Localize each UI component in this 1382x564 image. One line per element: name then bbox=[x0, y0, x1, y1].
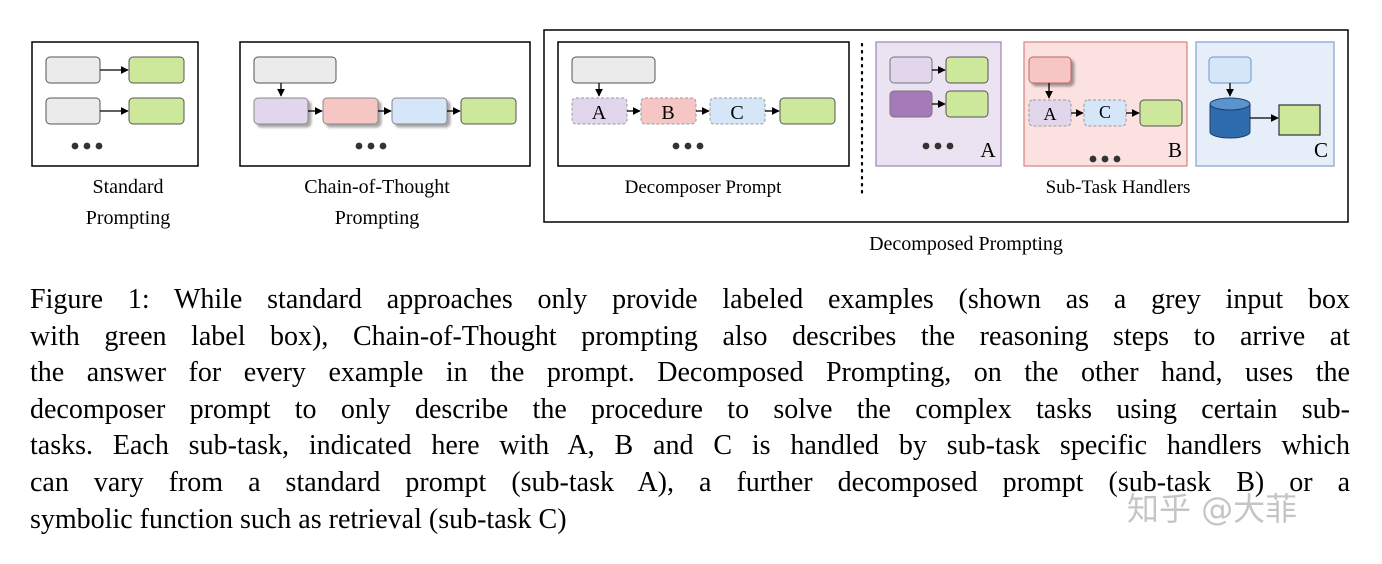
caption-line: tasks. Each sub-task, indicated here wit… bbox=[30, 430, 1350, 462]
reasoning-step-box bbox=[322, 97, 379, 125]
subtask-node-c-label: C bbox=[730, 102, 743, 124]
decomposed-prompting-panel: Decomposed Prompting A B C Decomposer Pr… bbox=[543, 29, 1349, 255]
label-box bbox=[460, 97, 517, 125]
b-node-a-label: A bbox=[1044, 104, 1057, 124]
decomposer-prompt-panel: A B C Decomposer Prompt bbox=[557, 41, 850, 198]
label-box bbox=[945, 56, 989, 84]
caption-line: decomposer prompt to only describe the p… bbox=[30, 393, 1350, 425]
input-box bbox=[45, 56, 101, 84]
handler-c-tag: C bbox=[1314, 138, 1328, 162]
ellipsis-dots bbox=[355, 142, 387, 150]
caption-line: Figure 1: While standard approaches only… bbox=[30, 284, 1350, 315]
caption-line: can vary from a standard prompt (sub-tas… bbox=[30, 466, 1350, 498]
input-box bbox=[889, 90, 933, 118]
handler-b-panel: A C B bbox=[1023, 41, 1188, 167]
decomposer-label: Decomposer Prompt bbox=[625, 177, 782, 198]
subtask-node-a bbox=[1028, 99, 1072, 127]
standard-label-line2: Prompting bbox=[86, 207, 170, 229]
input-box bbox=[1208, 56, 1252, 84]
database-cylinder-icon bbox=[1209, 97, 1251, 139]
label-box bbox=[945, 90, 989, 118]
caption-line: the answer for every example in the prom… bbox=[30, 357, 1350, 389]
subtask-node-c bbox=[1083, 99, 1127, 127]
reasoning-step-box bbox=[391, 97, 448, 125]
figure-caption: Figure 1: While standard approaches only… bbox=[30, 282, 1350, 538]
input-box bbox=[45, 97, 101, 125]
handler-b-tag: B bbox=[1168, 138, 1182, 162]
label-box bbox=[128, 97, 185, 125]
cot-prompting-panel: Chain-of-Thought Prompting bbox=[239, 41, 531, 229]
label-box bbox=[128, 56, 185, 84]
figure-diagram: Standard Prompting Chain-of-Thought Prom… bbox=[31, 29, 1349, 255]
label-box bbox=[1278, 104, 1321, 136]
subtask-node-b-label: B bbox=[661, 102, 674, 124]
label-box bbox=[1139, 99, 1183, 127]
input-box bbox=[253, 56, 337, 84]
ellipsis-dots bbox=[672, 142, 704, 150]
input-box bbox=[889, 56, 933, 84]
label-box bbox=[779, 97, 836, 125]
standard-prompting-panel: Standard Prompting bbox=[31, 41, 199, 229]
caption-line: symbolic function such as retrieval (sub… bbox=[30, 503, 567, 535]
standard-label-line1: Standard bbox=[92, 176, 163, 198]
ellipsis-dots bbox=[922, 142, 954, 150]
watermark: 知乎 @大菲 bbox=[1127, 490, 1298, 528]
input-box bbox=[571, 56, 656, 84]
cot-label-line1: Chain-of-Thought bbox=[304, 176, 450, 198]
caption-line: with green label box), Chain-of-Thought … bbox=[30, 320, 1350, 352]
ellipsis-dots bbox=[1089, 155, 1121, 163]
decomposed-label: Decomposed Prompting bbox=[869, 233, 1063, 255]
cot-label-line2: Prompting bbox=[335, 207, 419, 229]
handler-c-panel: C bbox=[1195, 41, 1335, 167]
handlers-label: Sub-Task Handlers bbox=[1046, 177, 1191, 198]
subtask-node-a-label: A bbox=[592, 102, 607, 124]
ellipsis-dots bbox=[71, 142, 103, 150]
input-box bbox=[1028, 56, 1072, 84]
b-node-c-label: C bbox=[1099, 102, 1111, 122]
handler-a-panel: A bbox=[875, 41, 1002, 167]
handler-a-tag: A bbox=[980, 138, 996, 162]
reasoning-step-box bbox=[253, 97, 309, 125]
